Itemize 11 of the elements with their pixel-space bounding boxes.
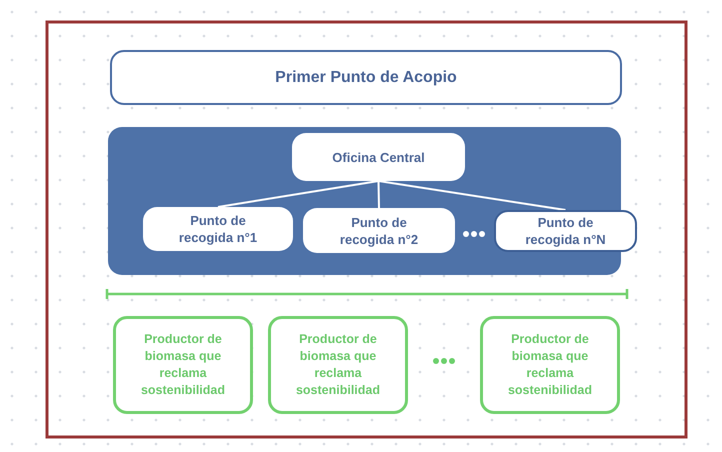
collection-point-box: Punto de recogida n°2 <box>303 208 455 253</box>
title-box: Primer Punto de Acopio <box>110 50 622 105</box>
producer-box: Productor de biomasa que reclama sostenibilidad <box>480 316 620 414</box>
connector-line <box>378 180 380 208</box>
connector-line <box>218 180 379 208</box>
collection-point-box: Punto de recogida n°N <box>494 210 637 252</box>
office-box: Oficina Central <box>292 133 465 181</box>
producer-box: Productor de biomasa que reclama sostenibilidad <box>113 316 253 414</box>
connector-line <box>378 180 566 211</box>
collection-point-box: Punto de recogida n°1 <box>143 207 293 251</box>
producer-box: Productor de biomasa que reclama sostenibilidad <box>268 316 408 414</box>
